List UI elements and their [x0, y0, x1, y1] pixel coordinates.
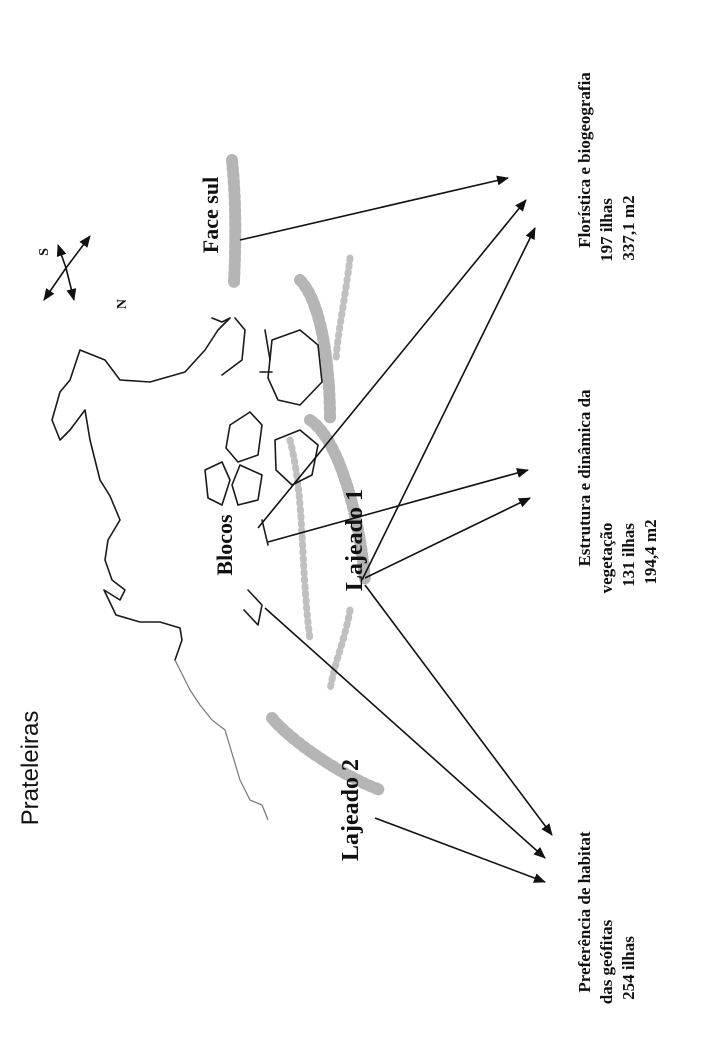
estrutura-line-3: 131 ilhas [619, 523, 638, 587]
lajeado1-vegetation-a [300, 280, 330, 420]
boulder-mark-3 [262, 520, 268, 545]
boulder-3 [226, 412, 262, 462]
arrow-blocos-to-preferencia [265, 608, 545, 858]
upper-vegetation-strip [336, 258, 350, 360]
arrow-blocos-to-floristica [258, 200, 526, 528]
estrutura-line-1: Estrutura e dinâmica da [575, 389, 594, 567]
boulder-6 [205, 462, 230, 505]
estrutura-line-4: 194,4 m2 [641, 519, 660, 584]
face-sul-vegetation [232, 160, 235, 282]
lajeado1-label: Lajeado 1 [342, 489, 368, 591]
boulder-5 [232, 465, 262, 505]
face-sul-label: Face sul [198, 177, 223, 253]
vegetation-patches [232, 160, 380, 790]
compass-arrow-up [58, 245, 66, 268]
arrow-blocos-to-estrutura [268, 470, 528, 542]
boulder-2 [222, 318, 245, 375]
arrow-lajeado1-to-floristica [362, 228, 535, 580]
preferencia-line-1: Preferência de habitat [575, 831, 594, 992]
compass-arrow-down [66, 268, 74, 300]
compass-south-label: S [37, 248, 52, 256]
compass-arrow-north-end [44, 268, 66, 300]
compass-arrow-south-end [66, 236, 90, 268]
preferencia-line-3: 254 ilhas [619, 936, 638, 1000]
blocos-label: Blocos [212, 514, 237, 576]
preferencia-line-2: das geófitas [597, 919, 616, 1004]
study-preferencia: Preferência de habitat das geófitas 254 … [575, 831, 638, 1004]
compass-north-label: N [115, 299, 130, 309]
lajeado1-vegetation-d [330, 610, 350, 690]
estrutura-line-2: vegetação [597, 523, 616, 594]
lajeado1-vegetation-c [290, 440, 310, 640]
floristica-line-2: 197 ilhas [597, 198, 616, 262]
arrow-lajeado1-to-estrutura [365, 498, 530, 578]
site-labels: Face sul Blocos Lajeado 1 Lajeado 2 [198, 177, 368, 861]
floristica-line-1: Florística e biogeografia [575, 72, 594, 248]
study-floristica: Florística e biogeografia 197 ilhas 337,… [575, 72, 638, 262]
lajeado2-label: Lajeado 2 [338, 759, 364, 861]
floristica-line-3: 337,1 m2 [619, 195, 638, 260]
study-arrows [240, 178, 552, 882]
arrow-lajeado1-to-preferencia [365, 585, 552, 835]
boulder-mark-2 [265, 330, 270, 360]
study-estrutura: Estrutura e dinâmica da vegetação 131 il… [575, 389, 660, 593]
boulder-7 [244, 590, 262, 625]
boulder-1 [268, 330, 322, 405]
page-title: Prateleiras [17, 711, 44, 826]
arrow-facesul-to-floristica [240, 178, 508, 240]
compass: S N [37, 236, 130, 309]
arrow-lajeado2-to-preferencia [375, 818, 545, 882]
mountain-ridge [52, 318, 230, 660]
mountain-lower-ridge [175, 660, 268, 820]
